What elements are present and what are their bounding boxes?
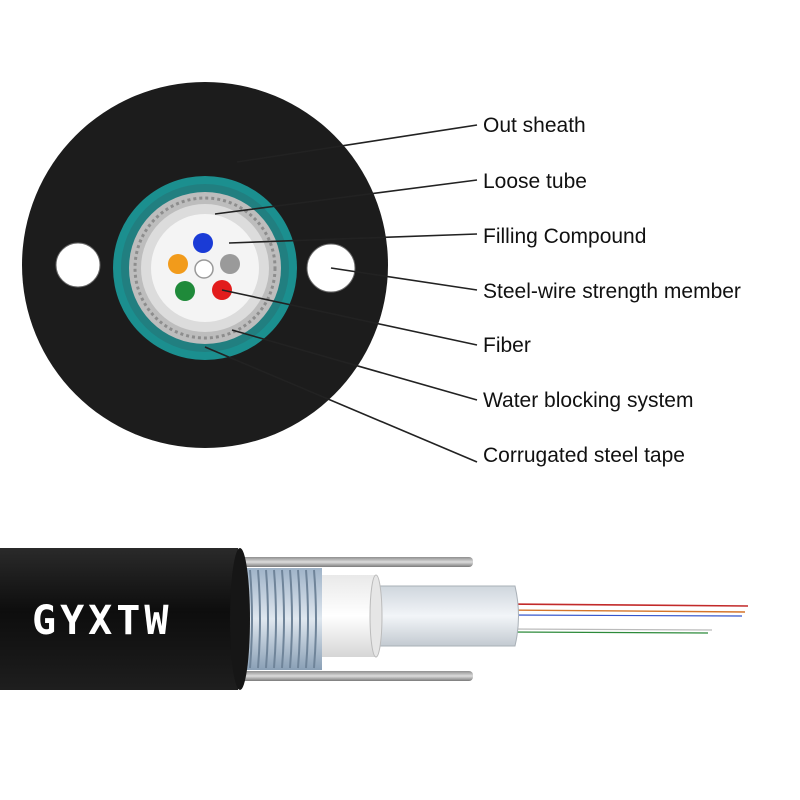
cable-marking: GYXTW <box>32 598 172 644</box>
fiber-strand-orange <box>504 609 746 613</box>
label-out-sheath: Out sheath <box>483 114 586 137</box>
leader-fiber <box>221 289 478 346</box>
steel-wire-top <box>240 557 473 567</box>
leader-water-blocking <box>231 329 478 401</box>
leader-loose-tube <box>214 179 478 215</box>
steel-wire-bottom <box>240 671 473 681</box>
fiber-gray <box>220 254 240 274</box>
filling-tape-end <box>369 574 383 658</box>
fiber-orange <box>168 254 188 274</box>
leader-steel-tape <box>204 346 478 463</box>
fiber-blue <box>193 233 213 253</box>
labels: Out sheath Loose tube Filling Compound S… <box>483 114 741 467</box>
label-steel-wire: Steel-wire strength member <box>483 280 741 303</box>
label-steel-tape: Corrugated steel tape <box>483 444 685 467</box>
cable-side-view: GYXTW <box>0 548 749 690</box>
leader-steel-wire <box>330 267 478 291</box>
leader-out-sheath <box>236 124 478 163</box>
fiber-strand-white <box>504 628 713 631</box>
label-loose-tube: Loose tube <box>483 170 587 193</box>
label-filling-compound: Filling Compound <box>483 225 646 248</box>
cross-section <box>22 82 388 448</box>
outer-jacket <box>0 548 247 690</box>
fiber-green <box>175 281 195 301</box>
fiber-strand-red <box>504 603 749 607</box>
leader-filling-compound <box>228 233 478 244</box>
loose-tube-exposed <box>371 585 519 647</box>
fiber-strand-blue <box>504 614 743 617</box>
corrugation-lines <box>249 569 317 669</box>
filling-tape-exposed <box>318 575 376 657</box>
jacket-end <box>230 548 250 690</box>
fiber-strand-green <box>504 631 709 634</box>
label-fiber: Fiber <box>483 334 531 357</box>
leader-lines <box>204 124 478 463</box>
label-water-blocking: Water blocking system <box>483 389 693 412</box>
steel-wire-left <box>55 242 101 288</box>
corrugation-ring <box>133 196 277 340</box>
fiber-center <box>194 259 214 279</box>
